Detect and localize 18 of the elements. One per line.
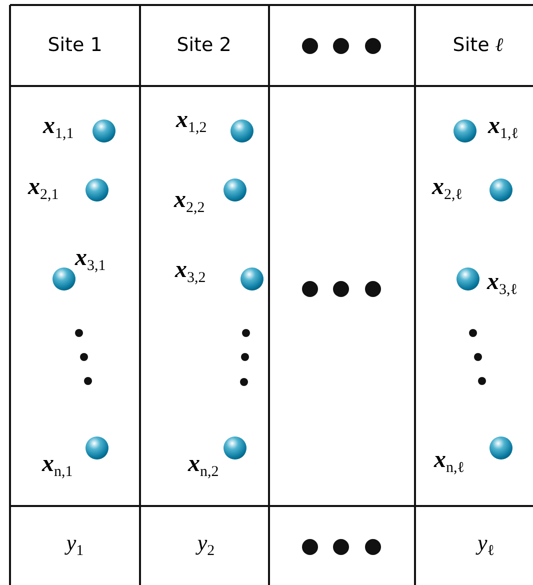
- variable-label: x$_{n,2}$: [188, 452, 219, 480]
- variable-label: x$_{3,2}$: [175, 258, 206, 286]
- variable-label: x$_{1,1}$: [43, 114, 74, 142]
- variable-label: x$_{2,2}$: [174, 188, 205, 216]
- variable-label: x$_{n,ℓ}$: [434, 448, 464, 476]
- column-header: Site ℓ: [452, 36, 504, 55]
- variable-label: x$_{1,ℓ}$: [488, 114, 518, 142]
- variable-label: x$_{2,1}$: [28, 175, 59, 203]
- variable-label: x$_{3,ℓ}$: [487, 270, 518, 298]
- output-label: y$_{1}$: [66, 532, 84, 559]
- variable-label: x$_{3,1}$: [75, 246, 106, 274]
- variable-label: x$_{1,2}$: [176, 108, 207, 136]
- output-label: y$_{2}$: [197, 532, 215, 559]
- column-header: Site 1: [48, 36, 102, 55]
- output-label: y$_{ℓ}$: [478, 532, 494, 559]
- column-header: Site 2: [176, 36, 232, 55]
- variable-label: x$_{n,1}$: [42, 452, 73, 480]
- variable-label: x$_{2,ℓ}$: [432, 175, 462, 203]
